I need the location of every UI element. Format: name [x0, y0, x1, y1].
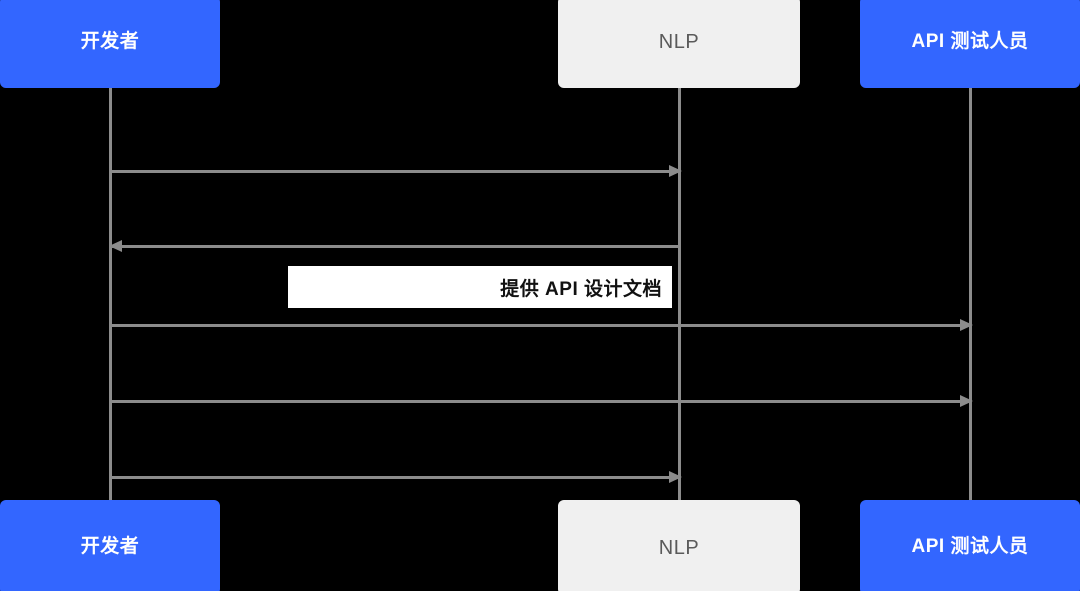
- arrowhead-left-icon: [109, 240, 122, 252]
- note-label: 提供 API 设计文档: [500, 278, 662, 300]
- participant-label-developer-bottom: 开发者: [80, 536, 140, 558]
- participant-box-developer-top[interactable]: 开发者: [0, 0, 220, 88]
- note-api-design-doc[interactable]: 提供 API 设计文档: [288, 266, 672, 308]
- participant-label-nlp-bottom: NLP: [658, 536, 700, 559]
- lifeline-nlp: [678, 88, 681, 502]
- participant-label-nlp-top: NLP: [658, 31, 700, 53]
- message-arrow-3[interactable]: [110, 319, 973, 331]
- message-arrow-2[interactable]: [109, 240, 681, 252]
- message-arrow-1[interactable]: [110, 165, 682, 177]
- arrowhead-right-icon: [669, 471, 682, 483]
- arrowhead-right-icon: [960, 395, 973, 407]
- lifeline-api-tester: [969, 88, 972, 502]
- lifeline-developer: [109, 88, 112, 502]
- message-arrow-5[interactable]: [110, 471, 682, 483]
- participant-label-developer-top: 开发者: [80, 30, 140, 52]
- participant-box-api-tester-top[interactable]: API 测试人员: [860, 0, 1080, 88]
- participant-box-nlp-bottom[interactable]: NLP: [558, 500, 800, 591]
- participant-label-api-tester-bottom: API 测试人员: [911, 536, 1029, 558]
- arrowhead-right-icon: [669, 165, 682, 177]
- arrowhead-right-icon: [960, 319, 973, 331]
- participant-box-developer-bottom[interactable]: 开发者: [0, 500, 220, 591]
- message-arrow-4[interactable]: [110, 395, 973, 407]
- participant-label-api-tester-top: API 测试人员: [911, 30, 1029, 52]
- participant-box-api-tester-bottom[interactable]: API 测试人员: [860, 500, 1080, 591]
- participant-box-nlp-top[interactable]: NLP: [558, 0, 800, 88]
